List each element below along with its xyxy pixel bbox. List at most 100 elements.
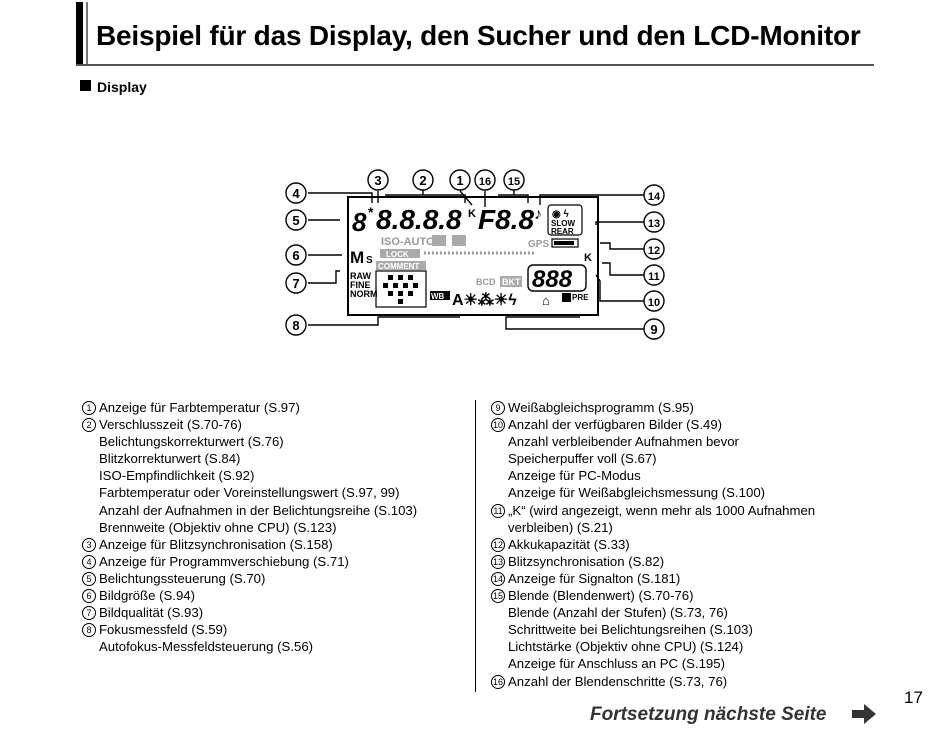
lcd-image-size: M (350, 248, 364, 267)
legend-entry: 11„K“ (wird angezeigt, wenn mehr als 100… (491, 502, 815, 536)
page-number: 17 (904, 688, 923, 707)
legend-line: Blende (Anzahl der Stufen) (S.73, 76) (508, 605, 728, 621)
callout-number: 14 (491, 571, 505, 586)
legend-line: Belichtungssteuerung (S.70) (99, 570, 266, 586)
svg-text:RAW: RAW (350, 271, 372, 281)
svg-text:SLOW: SLOW (551, 219, 575, 228)
legend-line: Akkukapazität (S.33) (508, 536, 630, 552)
callout-number: 11 (491, 503, 505, 518)
legend-line: ISO-Empfindlichkeit (S.92) (99, 468, 255, 484)
svg-text:PRE: PRE (572, 293, 589, 302)
legend-line: Autofokus-Messfeldsteuerung (S.56) (99, 639, 314, 655)
callout-14: 14 (648, 191, 661, 203)
legend-line: Weißabgleichsprogramm (S.95) (508, 400, 694, 415)
lcd-aperture-digits: F8.8 (478, 204, 534, 235)
svg-text:LOCK: LOCK (386, 250, 409, 259)
callout-number: 3 (82, 537, 96, 552)
lcd-shutter-digits: 8.8.8.8 (376, 204, 462, 235)
callout-number: 8 (82, 623, 96, 638)
svg-text:⌂: ⌂ (542, 293, 550, 308)
callout-number: 6 (82, 589, 96, 604)
svg-text:K: K (468, 208, 476, 220)
callout-1: 1 (456, 173, 463, 188)
svg-text:WB: WB (431, 292, 445, 301)
callout-number: 12 (491, 537, 505, 552)
legend-line: Anzeige für Programmverschiebung (S.71) (99, 553, 349, 569)
continuation-note: Fortsetzung nächste Seite (590, 704, 827, 725)
svg-text:K: K (584, 252, 592, 264)
legend-line: Bildgröße (S.94) (99, 588, 196, 604)
svg-text:ISO-AUTO: ISO-AUTO (381, 236, 435, 248)
callout-11: 11 (648, 271, 660, 283)
lcd-mode-digit: 8 (352, 207, 367, 237)
callout-9: 9 (650, 322, 657, 337)
legend-line: Anzeige für Blitzsynchronisation (S.158) (99, 536, 333, 552)
svg-text:BKT: BKT (502, 277, 521, 287)
legend-line: Anzeige für PC-Modus (508, 468, 641, 484)
lcd-outline (347, 196, 599, 316)
callout-number: 2 (82, 418, 96, 433)
callout-2: 2 (419, 173, 426, 188)
svg-text:BCD: BCD (476, 277, 496, 287)
lcd-frame-count: 888 (532, 266, 573, 293)
callout-number: 7 (82, 606, 96, 621)
callout-number: 16 (491, 674, 505, 689)
svg-text:COMMENT: COMMENT (378, 262, 419, 271)
legend-line: Anzahl verbleibender Aufnahmen bevor (508, 434, 739, 450)
legend-line: Lichtstärke (Objektiv ohne CPU) (S.124) (508, 639, 744, 655)
svg-text:REAR: REAR (551, 227, 574, 236)
callout-6: 6 (292, 248, 299, 263)
svg-text:A☀⁂☀ϟ: A☀⁂☀ϟ (452, 291, 517, 309)
legend-line: Anzahl der Aufnahmen in der Belichtungsr… (99, 502, 418, 518)
callout-number: 9 (491, 401, 505, 415)
legend-line: Blende (Blendenwert) (S.70-76) (508, 588, 694, 604)
legend-line: „K“ (wird angezeigt, wenn mehr als 1000 … (508, 502, 816, 518)
legend-line: Farbtemperatur oder Voreinstellungswert … (99, 485, 400, 501)
svg-text:♪: ♪ (534, 206, 542, 223)
svg-text:S: S (366, 255, 373, 266)
callout-3: 3 (374, 173, 381, 188)
callout-number: 5 (82, 571, 96, 586)
legend-line: Fokusmessfeld (S.59) (99, 622, 228, 638)
callout-8: 8 (292, 318, 299, 333)
legend-line: Blitzkorrekturwert (S.84) (99, 451, 241, 467)
legend-line: Bildqualität (S.93) (99, 605, 204, 621)
callout-number: 13 (491, 554, 505, 569)
callout-5: 5 (292, 213, 299, 228)
legend-line: Blitzsynchronisation (S.82) (508, 553, 665, 569)
legend-line: Anzahl der verfügbaren Bilder (S.49) (508, 417, 723, 433)
legend-line: Belichtungskorrekturwert (S.76) (99, 434, 284, 450)
svg-text:◉ ϟ: ◉ ϟ (552, 209, 570, 220)
legend-line: Anzahl der Blendenschritte (S.73, 76) (508, 673, 728, 689)
svg-text:*: * (368, 204, 374, 220)
arrow-right-icon (852, 704, 876, 724)
legend-line: Anzeige für Anschluss an PC (S.195) (508, 656, 725, 672)
title-accent-bar (76, 2, 83, 64)
callout-12: 12 (648, 245, 660, 257)
callout-4: 4 (292, 186, 300, 201)
svg-text:FINE: FINE (350, 280, 371, 290)
svg-text:NORM: NORM (350, 289, 378, 299)
title-accent-line (86, 2, 88, 64)
callout-10: 10 (648, 297, 660, 309)
title-underline (76, 64, 874, 66)
legend-line: Anzeige für Farbtemperatur (S.97) (99, 400, 300, 415)
page-title: Beispiel für das Display, den Sucher und… (96, 20, 861, 51)
callout-number: 1 (82, 401, 96, 415)
column-divider (475, 400, 476, 692)
legend-line: Anzeige für Signalton (S.181) (508, 570, 681, 586)
